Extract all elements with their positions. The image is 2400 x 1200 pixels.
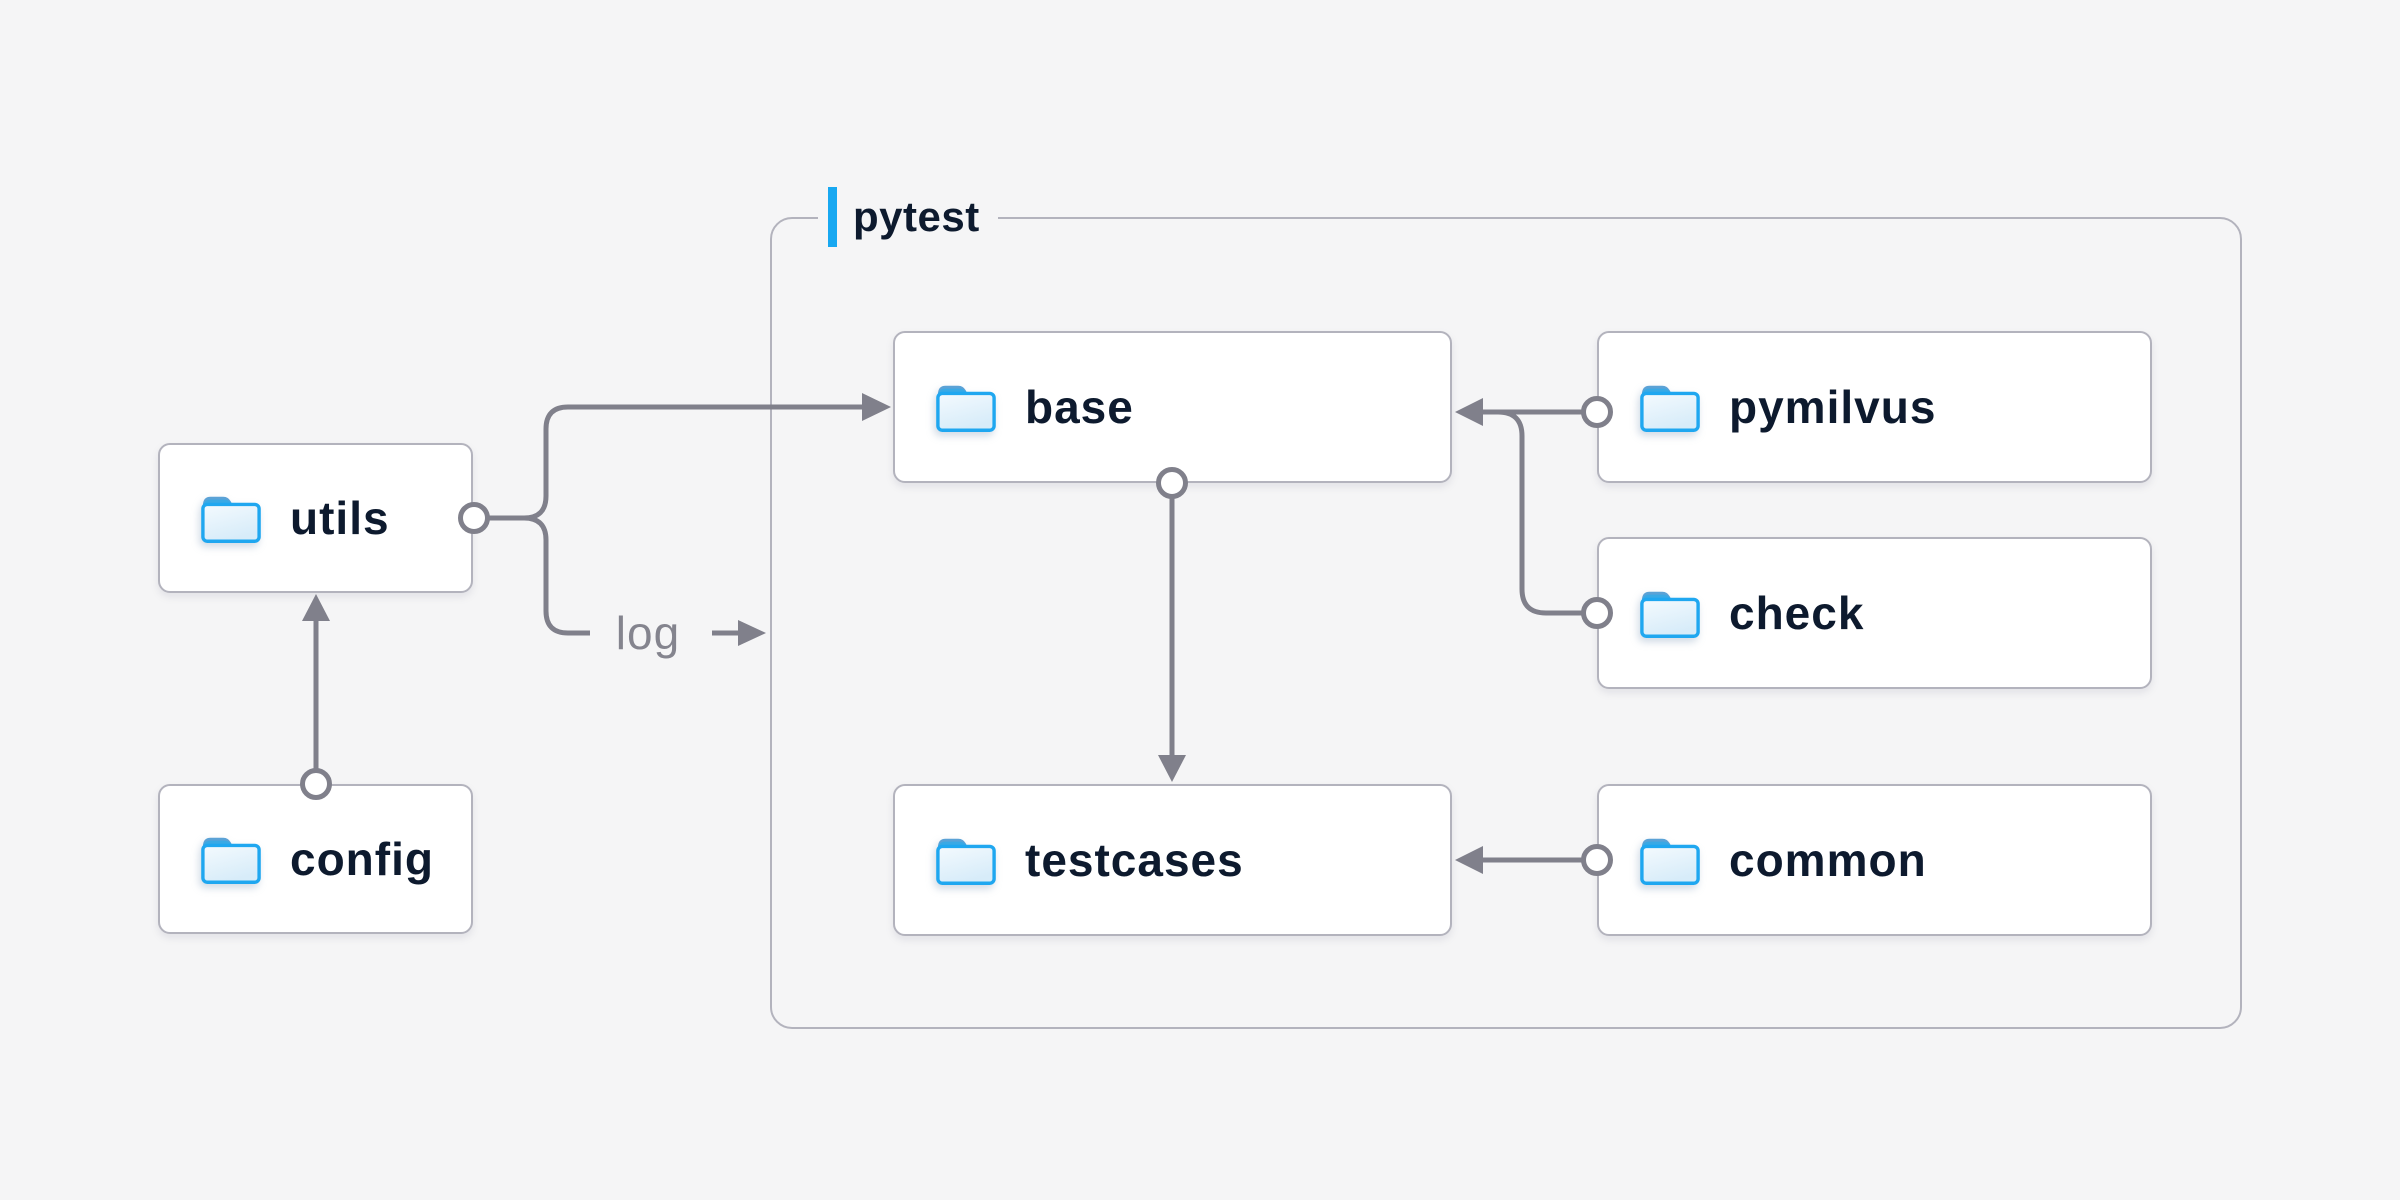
folder-icon (1639, 380, 1701, 434)
folder-icon (1639, 586, 1701, 640)
arrowhead-into-utils-bottom (302, 594, 330, 621)
group-title: pytest (853, 193, 980, 240)
node-pymilvus: pymilvus (1597, 331, 2152, 483)
node-utils: utils (158, 443, 473, 593)
node-label: check (1729, 587, 1865, 639)
folder-icon (200, 832, 262, 886)
folder-icon (935, 833, 997, 887)
node-label: config (290, 833, 434, 885)
node-label: common (1729, 834, 1927, 886)
folder-icon (935, 380, 997, 434)
folder-icon (1639, 833, 1701, 887)
node-label: base (1025, 381, 1134, 433)
edge-utils-log (523, 515, 590, 636)
node-label: testcases (1025, 834, 1244, 886)
pytest-group-label: pytest (818, 185, 998, 249)
node-testcases: testcases (893, 784, 1452, 936)
edge-label-log: log (615, 607, 681, 659)
node-base: base (893, 331, 1452, 483)
node-label: utils (290, 492, 390, 544)
node-label: pymilvus (1729, 381, 1937, 433)
node-common: common (1597, 784, 2152, 936)
arrowhead-log-into-container (738, 620, 766, 646)
node-config: config (158, 784, 473, 934)
folder-icon (200, 491, 262, 545)
accent-bar-icon (828, 187, 837, 247)
node-check: check (1597, 537, 2152, 689)
pytest-group-container (770, 217, 2242, 1029)
